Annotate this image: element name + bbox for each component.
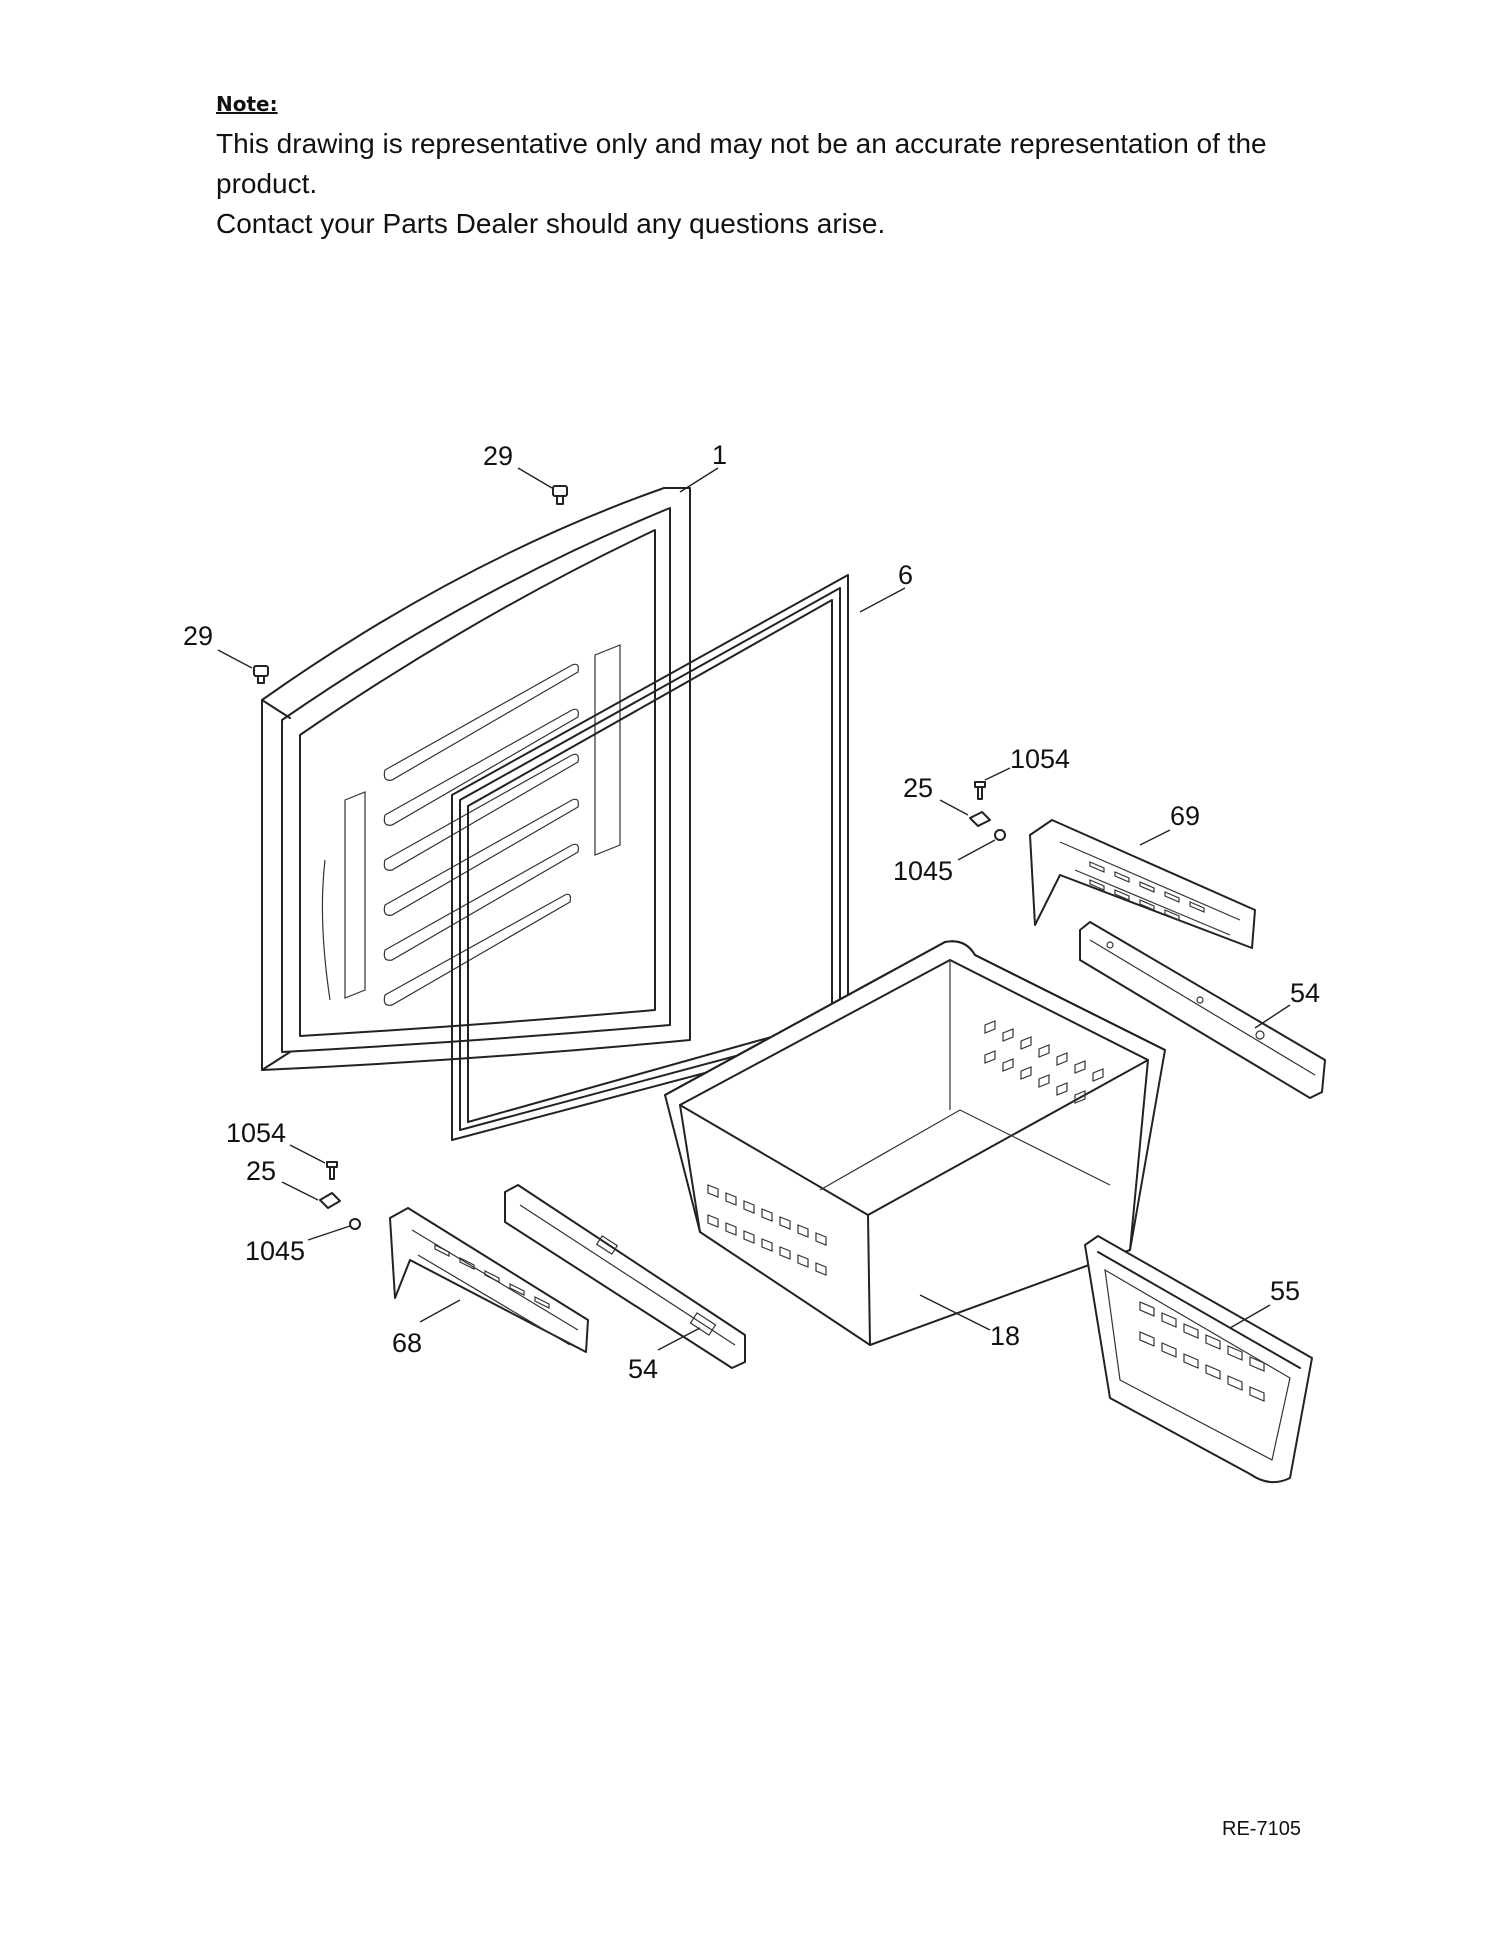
note-line-2: product. bbox=[216, 168, 318, 199]
callout-labels: 29 1 6 29 1054 25 1045 69 54 18 1054 25 … bbox=[183, 440, 1320, 1384]
callout-1045-right: 1045 bbox=[893, 856, 953, 886]
left-screw-part bbox=[326, 1161, 338, 1180]
right-clip-part bbox=[969, 811, 991, 827]
side-hinge-pin-part bbox=[253, 665, 269, 684]
callout-6: 6 bbox=[898, 560, 913, 590]
note-line-3: Contact your Parts Dealer should any que… bbox=[216, 208, 886, 239]
callout-1054-left: 1054 bbox=[226, 1118, 286, 1148]
callout-69: 69 bbox=[1170, 801, 1200, 831]
left-clip-part bbox=[319, 1192, 341, 1209]
top-hinge-pin-part bbox=[552, 485, 568, 505]
callout-1045-left: 1045 bbox=[245, 1236, 305, 1266]
left-bracket-part bbox=[389, 1207, 589, 1353]
right-rail-part bbox=[1079, 921, 1326, 1099]
callout-54-right: 54 bbox=[1290, 978, 1320, 1008]
note-block: Note: This drawing is representative onl… bbox=[216, 92, 1346, 244]
note-line-1: This drawing is representative only and … bbox=[216, 128, 1267, 159]
callout-1054-right: 1054 bbox=[1010, 744, 1070, 774]
note-heading: Note: bbox=[216, 92, 278, 116]
right-bracket-part bbox=[1029, 819, 1256, 949]
basket-divider-part bbox=[1084, 1235, 1313, 1484]
callout-55: 55 bbox=[1270, 1276, 1300, 1306]
callout-68: 68 bbox=[392, 1328, 422, 1358]
callout-25-right: 25 bbox=[903, 773, 933, 803]
right-screw-part bbox=[974, 781, 986, 800]
callout-29-side: 29 bbox=[183, 621, 213, 651]
basket-part bbox=[664, 940, 1166, 1346]
callout-25-left: 25 bbox=[246, 1156, 276, 1186]
callout-1: 1 bbox=[712, 440, 727, 470]
right-nut-part bbox=[994, 829, 1006, 841]
callout-54-left: 54 bbox=[628, 1354, 658, 1384]
callout-29-top: 29 bbox=[483, 441, 513, 471]
callout-18: 18 bbox=[990, 1321, 1020, 1351]
door-part bbox=[261, 487, 691, 1071]
left-rail-part bbox=[504, 1184, 746, 1369]
document-code: RE-7105 bbox=[1222, 1818, 1301, 1840]
left-nut-part bbox=[349, 1218, 361, 1230]
leader-lines bbox=[217, 467, 1291, 1351]
